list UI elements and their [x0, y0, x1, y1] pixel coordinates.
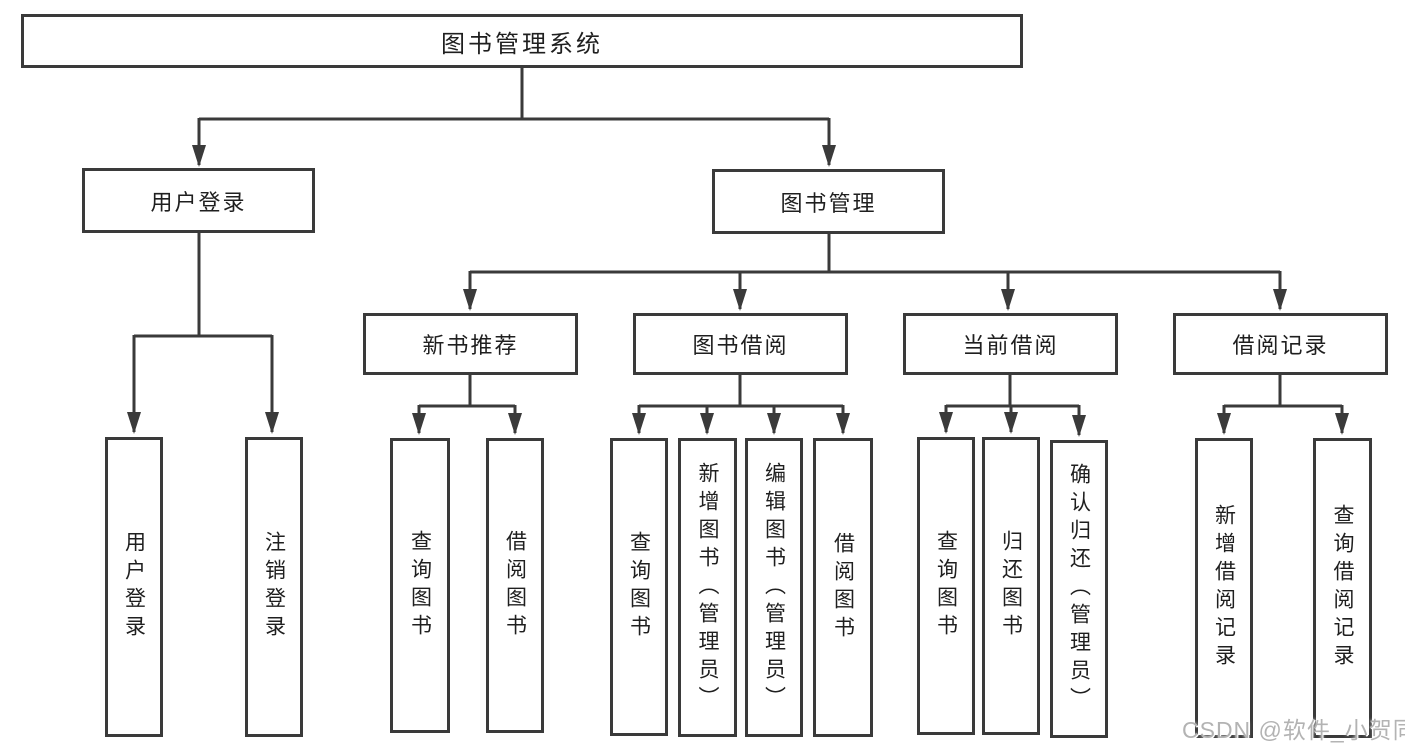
- node-current-borrow: 当前借阅: [903, 313, 1118, 375]
- node-borrow-records-label: 借阅记录: [1232, 333, 1329, 358]
- node-root-library-system: 图书管理系统: [21, 14, 1023, 68]
- node-new-book-recommend-label: 新书推荐: [422, 333, 519, 358]
- leaf-return-books: 归还图书: [982, 437, 1040, 735]
- leaf-logout: 注销登录: [245, 437, 303, 737]
- leaf-return-books-label: 归还图书: [999, 530, 1023, 642]
- node-borrow-records: 借阅记录: [1173, 313, 1388, 375]
- node-user-login-label: 用户登录: [150, 189, 247, 215]
- node-book-borrow: 图书借阅: [633, 313, 848, 375]
- leaf-edit-books-admin: 编辑图书（管理员）: [745, 438, 803, 737]
- leaf-borrow-books-label: 借阅图书: [831, 531, 855, 644]
- node-root-label: 图书管理系统: [441, 30, 603, 58]
- leaf-add-books-admin-label: 新增图书（管理员）: [696, 461, 719, 714]
- node-book-borrow-label: 图书借阅: [692, 333, 789, 358]
- leaf-add-borrow-record: 新增借阅记录: [1195, 438, 1253, 738]
- node-user-login: 用户登录: [82, 168, 315, 233]
- leaf-query-books-current: 查询图书: [917, 437, 975, 735]
- leaf-query-borrow-record: 查询借阅记录: [1313, 438, 1372, 738]
- leaf-query-borrow-record-label: 查询借阅记录: [1331, 504, 1354, 672]
- leaf-add-books-admin: 新增图书（管理员）: [678, 438, 737, 737]
- leaf-borrow-books: 借阅图书: [813, 438, 873, 737]
- leaf-borrow-books-recommend: 借阅图书: [486, 438, 544, 733]
- leaf-query-books-recommend-label: 查询图书: [408, 529, 432, 642]
- leaf-query-books-current-label: 查询图书: [934, 530, 958, 642]
- leaf-query-books-borrow: 查询图书: [610, 438, 668, 736]
- leaf-confirm-return-admin-label: 确认归还（管理员）: [1067, 463, 1091, 715]
- node-book-management: 图书管理: [712, 169, 945, 234]
- leaf-borrow-books-recommend-label: 借阅图书: [503, 529, 527, 642]
- leaf-query-books-borrow-label: 查询图书: [627, 531, 651, 643]
- leaf-user-login: 用户登录: [105, 437, 163, 737]
- leaf-edit-books-admin-label: 编辑图书（管理员）: [762, 461, 786, 714]
- leaf-logout-label: 注销登录: [262, 531, 286, 643]
- node-current-borrow-label: 当前借阅: [962, 333, 1059, 358]
- leaf-add-borrow-record-label: 新增借阅记录: [1212, 504, 1236, 672]
- leaf-query-books-recommend: 查询图书: [390, 438, 450, 733]
- leaf-confirm-return-admin: 确认归还（管理员）: [1050, 440, 1108, 738]
- node-book-management-label: 图书管理: [780, 190, 877, 216]
- leaf-user-login-label: 用户登录: [122, 531, 146, 643]
- node-new-book-recommend: 新书推荐: [363, 313, 578, 375]
